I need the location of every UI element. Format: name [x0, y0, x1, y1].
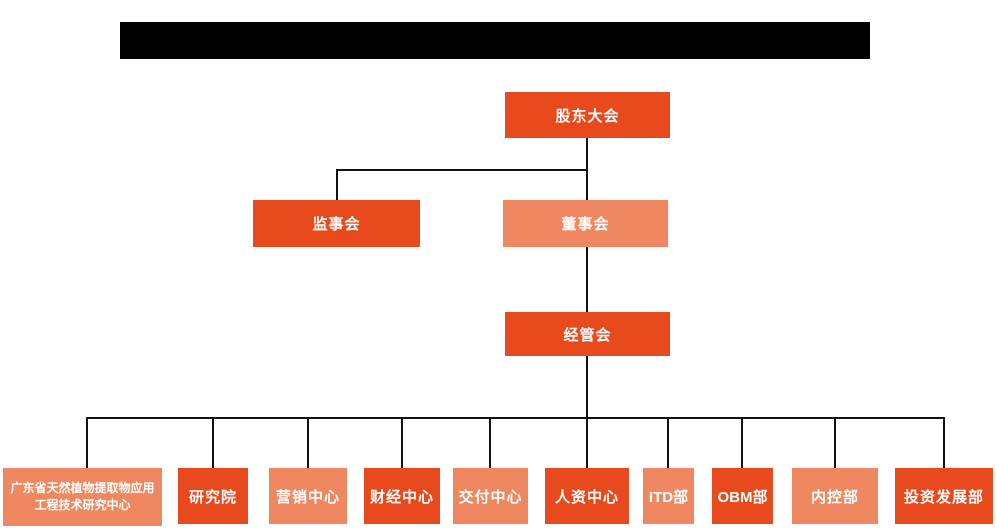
connector-drop-hr-center [586, 418, 588, 468]
connector-management-to-rail [586, 356, 588, 418]
connector-drop-delivery-center [489, 418, 491, 468]
org-node-itd-department: ITD部 [643, 468, 694, 524]
org-node-research-institute: 研究院 [178, 468, 248, 524]
org-node-board-of-directors: 董事会 [503, 200, 668, 247]
connector-drop-marketing-center [307, 418, 309, 468]
org-node-investment-development-department: 投资发展部 [895, 468, 993, 524]
org-node-finance-center: 财经中心 [364, 468, 440, 524]
org-node-obm-department: OBM部 [712, 468, 773, 524]
org-node-management-committee: 经管会 [505, 312, 670, 356]
connector-to-supervisory [336, 169, 338, 200]
connector-drop-finance-center [401, 418, 403, 468]
org-node-hr-center: 人资中心 [545, 468, 629, 524]
connector-drop-research-institute [212, 418, 214, 468]
connector-branch-horizontal [336, 169, 588, 171]
connector-drop-itd-dept [667, 418, 669, 468]
org-node-supervisory-board: 监事会 [253, 200, 420, 247]
connector-drop-obm-dept [741, 418, 743, 468]
org-node-internal-control-department: 内控部 [792, 468, 878, 524]
connector-department-rail [86, 417, 945, 419]
org-node-marketing-center: 营销中心 [269, 468, 347, 524]
connector-drop-research-center [86, 418, 88, 468]
connector-drop-investment-dev [943, 418, 945, 468]
org-node-shareholders-meeting: 股东大会 [505, 92, 670, 138]
connector-board-to-management [586, 247, 588, 312]
org-node-delivery-center: 交付中心 [453, 468, 528, 524]
org-node-guangdong-plant-extract-research-center: 广东省天然植物提取物应用工程技术研究中心 [3, 468, 162, 526]
connector-drop-internal-control [834, 418, 836, 468]
redacted-title-bar [120, 22, 870, 59]
